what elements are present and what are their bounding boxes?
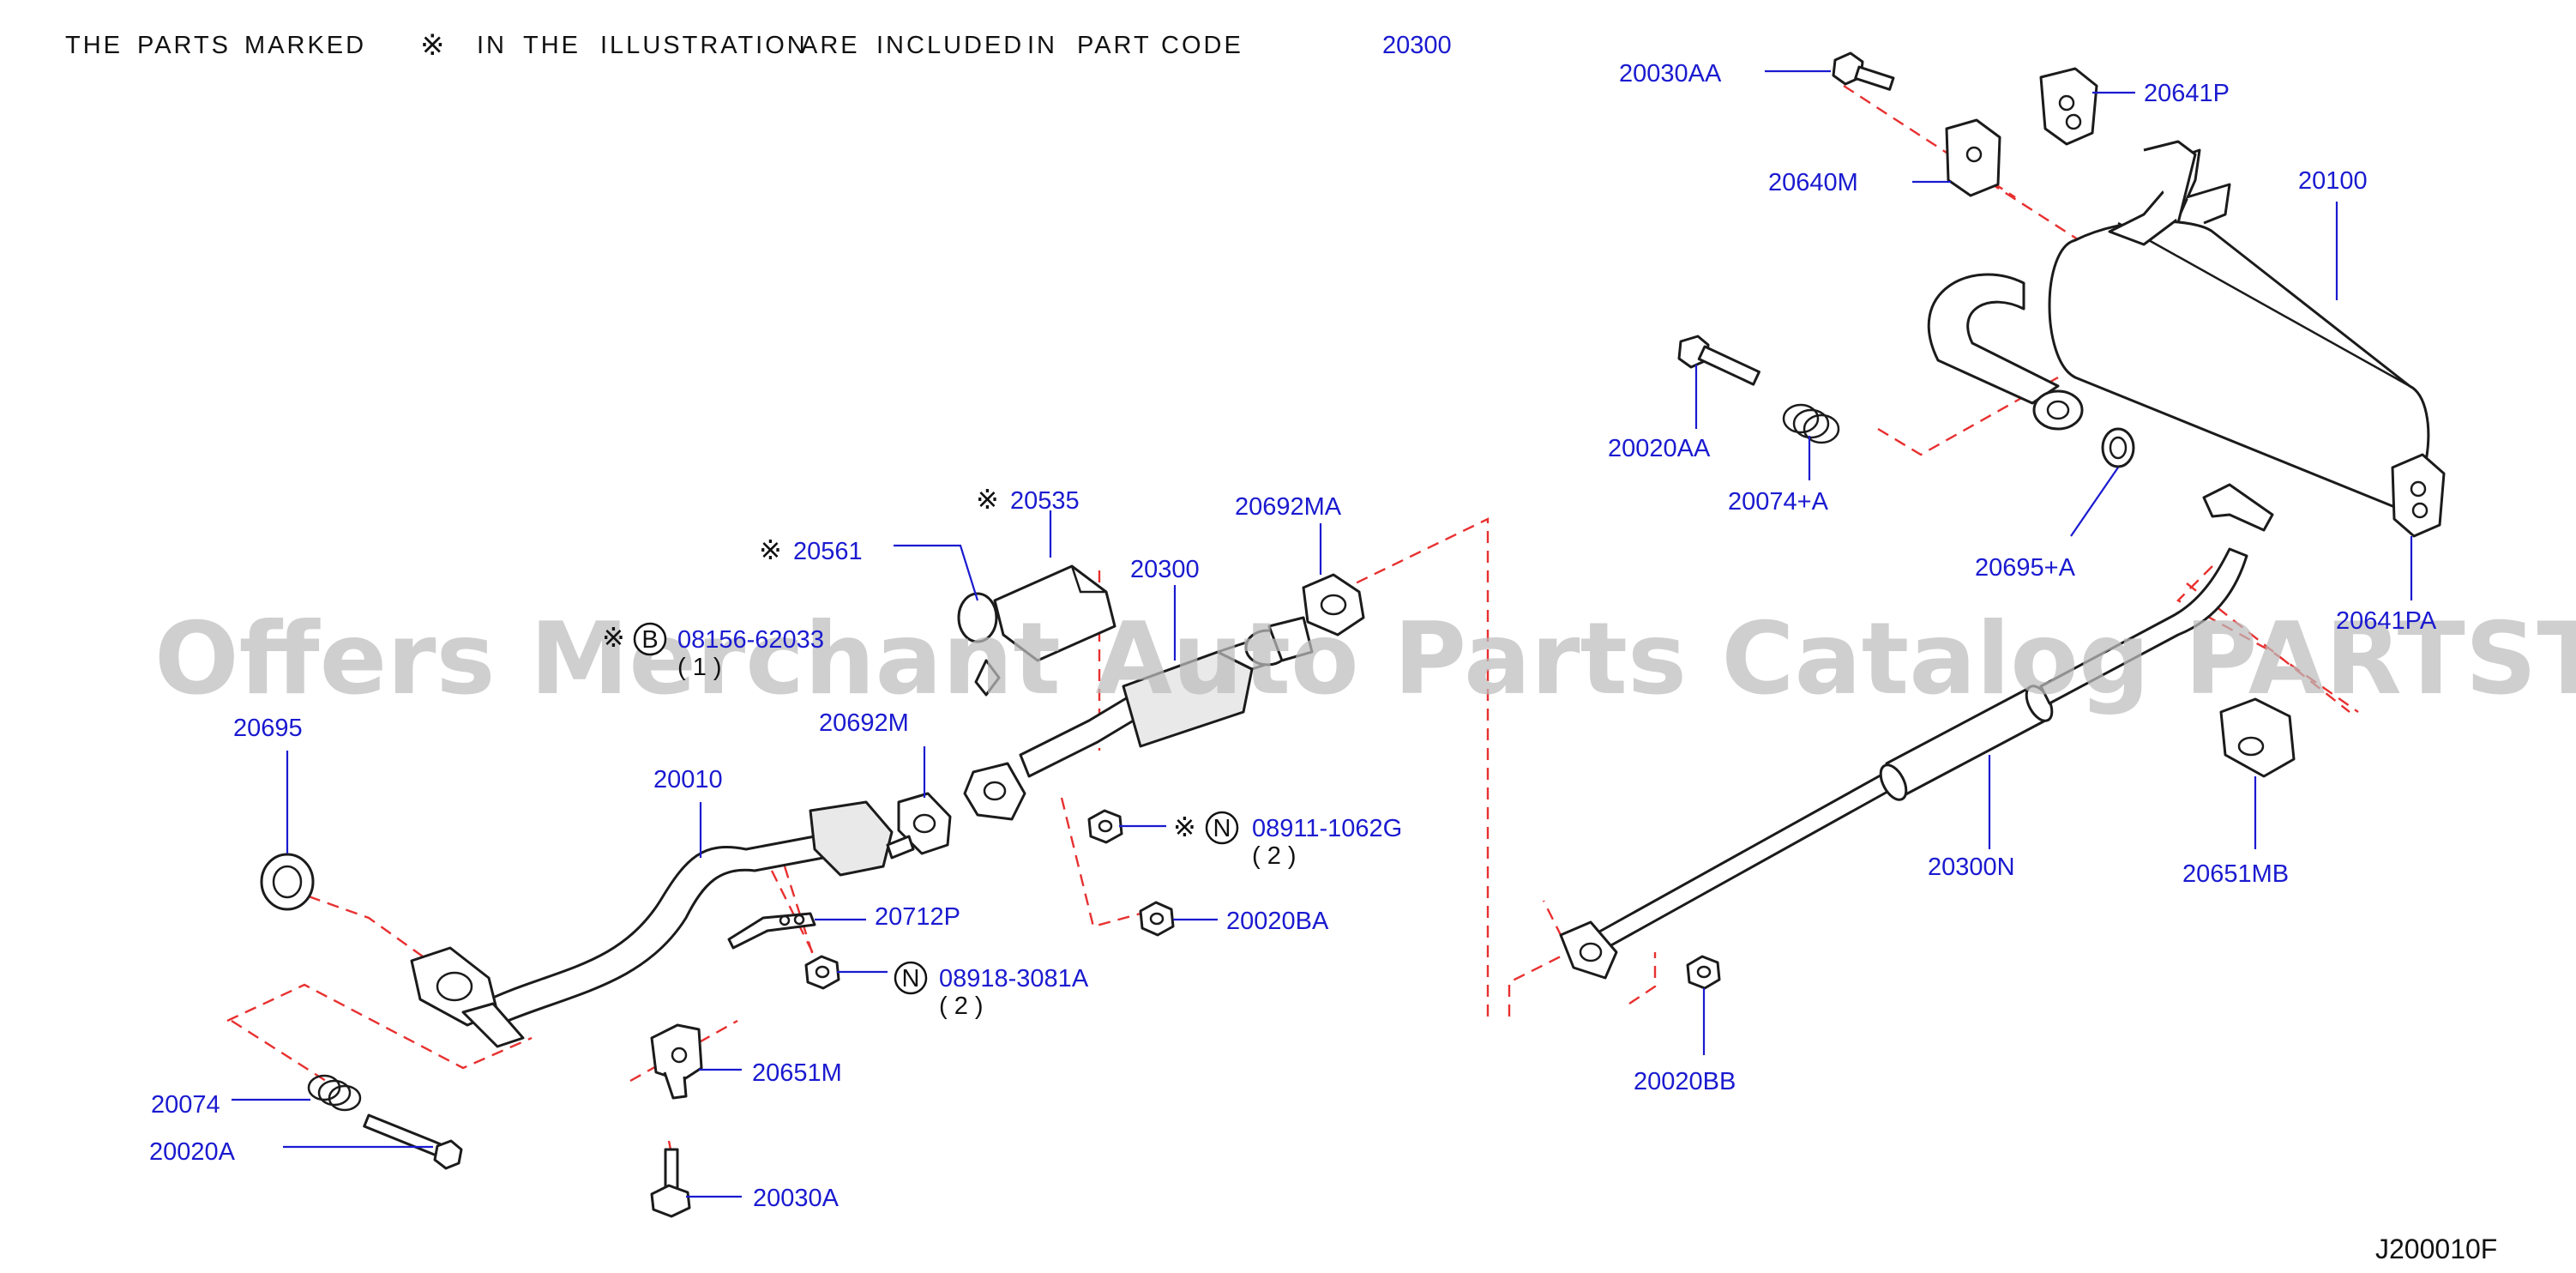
front-exhaust-pipe-icon [410, 800, 915, 1048]
bolt-icon [1832, 51, 1895, 91]
part-label-20030AA[interactable]: 20030AA [1619, 60, 1722, 87]
catalytic-converter-icon [963, 616, 1314, 821]
part-label-20074-plus-A[interactable]: 20074+A [1728, 488, 1829, 516]
part-label-20651M[interactable]: 20651M [752, 1059, 842, 1087]
main-muffler-icon [1927, 140, 2430, 508]
gasket-ring-icon [2101, 427, 2135, 468]
part-label-20020A[interactable]: 20020A [149, 1138, 236, 1166]
part-label-20300[interactable]: 20300 [1130, 556, 1200, 583]
part-label-20074[interactable]: 20074 [151, 1091, 220, 1119]
mark-symbol: ※ [1173, 811, 1196, 842]
part-label-20640M[interactable]: 20640M [1768, 169, 1858, 196]
part-label-20712P[interactable]: 20712P [875, 903, 960, 931]
part-label-20100[interactable]: 20100 [2298, 167, 2368, 195]
bolt-icon [650, 1148, 691, 1218]
diagram-code: J200010F [2375, 1234, 2497, 1264]
header-word: ARE [801, 32, 860, 59]
leader-lines [232, 69, 2413, 1198]
pipe-clamp-icon [957, 592, 1001, 697]
flange-nut-icon [1686, 955, 1721, 990]
part-label-20695-plus-A[interactable]: 20695+A [1975, 554, 2076, 582]
flange-gasket-icon [1302, 573, 1365, 636]
hex-nut-icon [804, 955, 840, 990]
part-label-20020BA[interactable]: 20020BA [1226, 908, 1329, 935]
stud-bolt-icon [363, 1113, 463, 1170]
part-label-20020BB[interactable]: 20020BB [1634, 1068, 1736, 1095]
header-word: INCLUDED [876, 32, 1024, 59]
bolt-marker-circle [633, 622, 667, 656]
hex-nut-icon [1087, 809, 1123, 844]
bolt-marker-letter: B [641, 626, 658, 654]
header-word: IN [477, 32, 507, 59]
header-word: THE [523, 32, 581, 59]
flange-gasket-icon [897, 792, 952, 855]
quantity-label: ( 2 ) [1252, 842, 1297, 870]
header-word: MARKED [244, 32, 366, 59]
mounting-bracket-icon [727, 912, 816, 950]
header-word: ILLUSTRATION [600, 32, 808, 59]
part-label-20020AA[interactable]: 20020AA [1608, 435, 1711, 462]
mark-symbol: ※ [759, 534, 782, 565]
part-label-20535[interactable]: 20535 [1010, 487, 1080, 515]
header-word: PARTS [137, 32, 231, 59]
part-label-20030A[interactable]: 20030A [753, 1185, 840, 1212]
stud-bolt-icon [1677, 335, 1760, 386]
rubber-hanger-icon [2039, 67, 2098, 146]
hanger-bracket-icon [650, 1023, 703, 1100]
rubber-hanger-icon [2391, 453, 2446, 538]
part-label-20010[interactable]: 20010 [653, 766, 723, 793]
part-label-08156-62033[interactable]: 08156-62033 [677, 626, 824, 654]
spring-icon [307, 1074, 362, 1112]
part-label-20692M[interactable]: 20692M [819, 709, 909, 737]
nut-marker-circle [894, 961, 928, 995]
mark-symbol: ※ [602, 622, 625, 653]
quantity-label: ( 2 ) [939, 992, 984, 1020]
header-word: PART [1077, 32, 1152, 59]
flange-nut-icon [1139, 901, 1175, 937]
part-label-20641P[interactable]: 20641P [2144, 80, 2230, 107]
header-part-code[interactable]: 20300 [1382, 32, 1452, 59]
heat-shield-icon [993, 564, 1116, 662]
quantity-label: ( 1 ) [677, 654, 722, 681]
nut-marker-letter: N [902, 965, 920, 992]
header-word: THE [65, 32, 123, 59]
rubber-hanger-icon [1945, 118, 2001, 197]
rubber-hanger-icon [2219, 697, 2296, 778]
header-word: IN [1027, 32, 1057, 59]
header-note: THE PARTS MARKED ※ IN THE ILLUSTRATION A… [65, 29, 1452, 62]
mark-symbol: ※ [976, 484, 999, 515]
nut-marker-circle [1205, 811, 1239, 845]
part-label-20641PA[interactable]: 20641PA [2336, 607, 2437, 635]
part-label-20695[interactable]: 20695 [233, 715, 303, 742]
center-pipe-resonator-icon [1559, 483, 2274, 980]
part-label-08918-3081A[interactable]: 08918-3081A [939, 965, 1089, 992]
nut-marker-letter: N [1213, 815, 1231, 842]
header-word: CODE [1161, 32, 1243, 59]
part-label-20561[interactable]: 20561 [793, 538, 863, 565]
gasket-ring-icon [260, 853, 315, 911]
part-drawings [260, 51, 2446, 1218]
part-label-20300N[interactable]: 20300N [1928, 854, 2015, 881]
header-mark-symbol: ※ [420, 29, 448, 62]
spring-icon [1782, 403, 1840, 444]
part-label-20651MB[interactable]: 20651MB [2182, 860, 2289, 888]
part-label-20692MA[interactable]: 20692MA [1235, 493, 1342, 521]
part-label-08911-1062G[interactable]: 08911-1062G [1252, 815, 1402, 842]
part-labels: 20030AA 20641P 20640M 20100 20020AA 2007… [149, 60, 2437, 1212]
watermark: Offers Merchant Auto Parts Catalog PARTS… [154, 601, 2576, 717]
